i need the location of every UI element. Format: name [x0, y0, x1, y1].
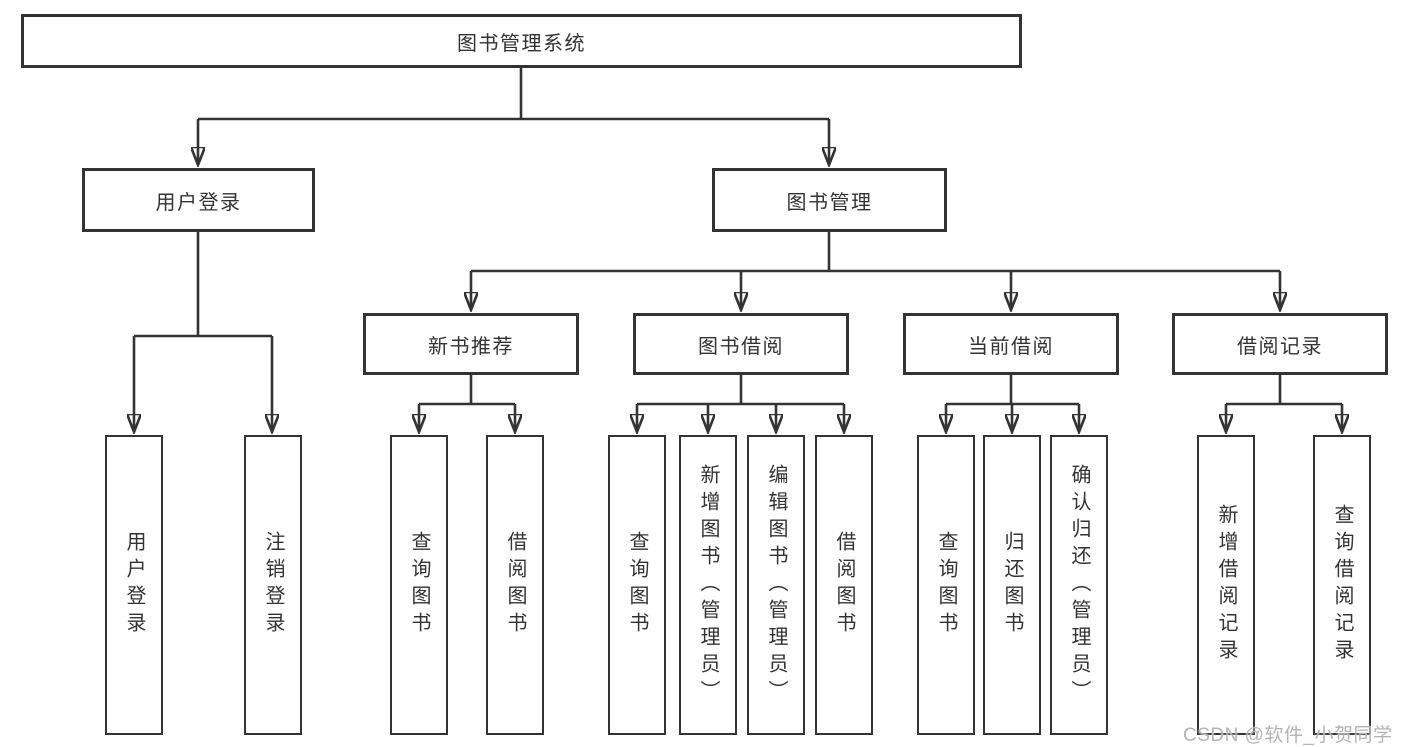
leaf-borrow-book-2: 借阅图书 — [815, 435, 873, 735]
leaf-add-borrow-record-label: 新增借阅记录 — [1215, 504, 1237, 666]
node-library-system: 图书管理系统 — [21, 14, 1022, 68]
leaf-query-book-3-label: 查询图书 — [935, 531, 957, 639]
leaf-add-book-admin: 新增图书（管理员） — [679, 435, 737, 735]
connector-new-book-recommend-children — [419, 375, 515, 432]
connector-user-login-children — [134, 232, 272, 432]
leaf-user-login: 用户登录 — [105, 435, 163, 735]
leaf-borrow-book-1: 借阅图书 — [486, 435, 544, 735]
node-current-borrow: 当前借阅 — [903, 313, 1119, 375]
leaf-user-login-label: 用户登录 — [123, 531, 145, 639]
leaf-confirm-return-admin: 确认归还（管理员） — [1050, 435, 1108, 735]
leaf-confirm-return-admin-label: 确认归还（管理员） — [1068, 463, 1090, 707]
leaf-query-book-2-label: 查询图书 — [626, 531, 648, 639]
leaf-return-book-label: 归还图书 — [1001, 531, 1023, 639]
node-borrow-record: 借阅记录 — [1172, 313, 1388, 375]
node-current-borrow-label: 当前借阅 — [968, 335, 1054, 358]
leaf-borrow-book-2-label: 借阅图书 — [833, 531, 855, 639]
leaf-add-book-admin-label: 新增图书（管理员） — [697, 463, 719, 707]
node-book-borrow-label: 图书借阅 — [698, 335, 784, 358]
connector-current-borrow-children — [946, 375, 1079, 432]
leaf-query-borrow-record: 查询借阅记录 — [1313, 435, 1371, 735]
leaf-borrow-book-1-label: 借阅图书 — [504, 531, 526, 639]
watermark: CSDN @软件_小贺同学 — [1183, 725, 1393, 746]
connector-root-to-level2 — [198, 68, 829, 165]
node-new-book-recommend-label: 新书推荐 — [428, 335, 514, 358]
connector-book-borrow-children — [637, 375, 844, 432]
node-book-management-label: 图书管理 — [786, 191, 873, 214]
node-book-management: 图书管理 — [712, 168, 947, 232]
node-user-login: 用户登录 — [82, 168, 315, 232]
connector-borrow-record-children — [1226, 375, 1342, 432]
node-user-login-label: 用户登录 — [155, 191, 242, 214]
leaf-edit-book-admin-label: 编辑图书（管理员） — [765, 463, 787, 707]
node-book-borrow: 图书借阅 — [633, 313, 849, 375]
leaf-query-borrow-record-label: 查询借阅记录 — [1331, 504, 1353, 666]
leaf-query-book-2: 查询图书 — [608, 435, 666, 735]
leaf-edit-book-admin: 编辑图书（管理员） — [747, 435, 805, 735]
node-borrow-record-label: 借阅记录 — [1237, 335, 1323, 358]
node-library-system-label: 图书管理系统 — [457, 32, 586, 55]
node-new-book-recommend: 新书推荐 — [363, 313, 579, 375]
leaf-logout-label: 注销登录 — [262, 531, 284, 639]
leaf-add-borrow-record: 新增借阅记录 — [1197, 435, 1255, 735]
leaf-return-book: 归还图书 — [983, 435, 1041, 735]
leaf-query-book-1-label: 查询图书 — [408, 531, 430, 639]
leaf-query-book-3: 查询图书 — [917, 435, 975, 735]
connector-book-management-children — [471, 232, 1280, 310]
leaf-logout: 注销登录 — [244, 435, 302, 735]
leaf-query-book-1: 查询图书 — [390, 435, 448, 735]
